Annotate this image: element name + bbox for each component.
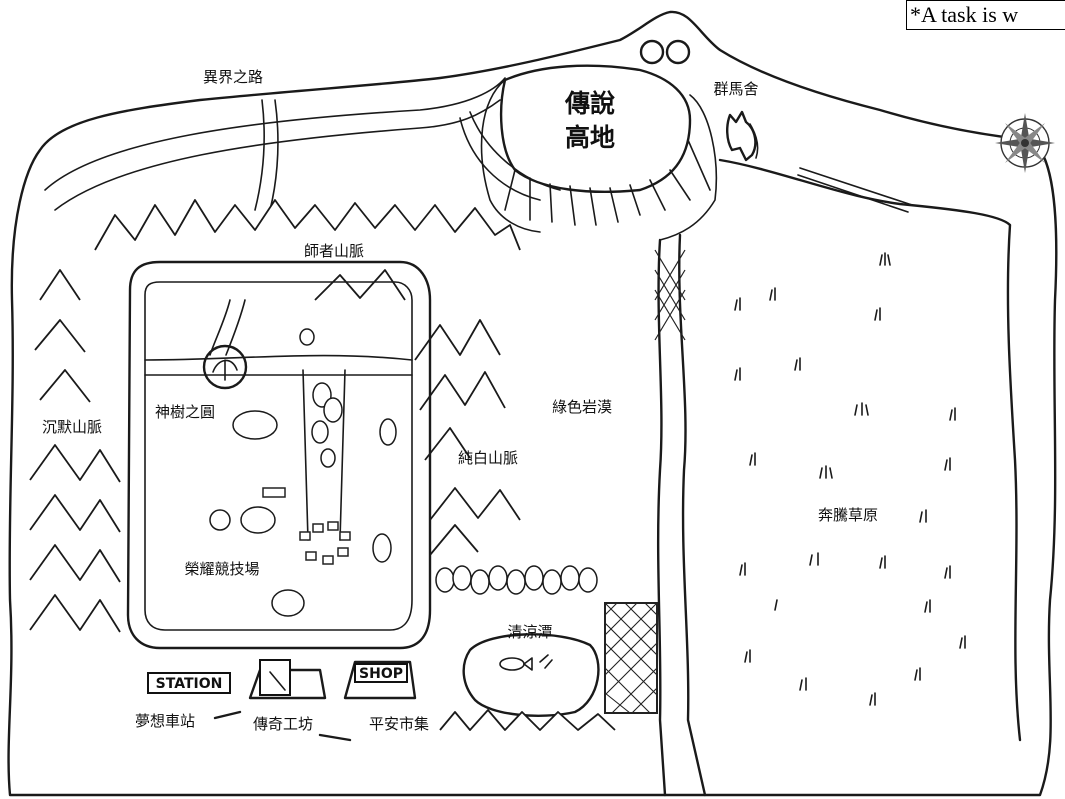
grass-tufts bbox=[734, 252, 966, 706]
task-banner: *A task is w bbox=[906, 0, 1065, 30]
station-sign-text: STATION bbox=[156, 676, 223, 692]
fish-icon bbox=[499, 654, 553, 671]
pond bbox=[462, 633, 600, 717]
label-sacred-tree: 神樹之圓 bbox=[155, 403, 215, 421]
binoculars-icon bbox=[639, 39, 691, 65]
grassland-top bbox=[718, 158, 1022, 742]
tree-icon bbox=[209, 328, 397, 617]
label-legend-highland: 傳說 bbox=[564, 89, 615, 118]
bottom-road bbox=[213, 710, 352, 742]
sacred-tree-icon bbox=[202, 344, 248, 390]
grassland-border bbox=[656, 238, 667, 797]
horse-head-icon bbox=[726, 110, 759, 162]
road-branch-3 bbox=[459, 117, 541, 201]
label-master-mountains: 師者山脈 bbox=[304, 242, 364, 260]
crosshatch-band bbox=[654, 249, 686, 341]
road-branch bbox=[254, 99, 265, 211]
master-mountains bbox=[34, 199, 521, 403]
stone-circle-icon bbox=[299, 521, 351, 565]
label-road-north: 異界之路 bbox=[203, 68, 263, 86]
label-workshop: 傳奇工坊 bbox=[253, 715, 313, 733]
highland-slope-2 bbox=[659, 94, 718, 241]
label-dream-station: 夢想車站 bbox=[135, 712, 195, 730]
compass-rose-icon bbox=[995, 113, 1055, 173]
label-market: 平安市集 bbox=[369, 715, 429, 733]
crosshatch-box bbox=[604, 602, 658, 714]
north-road bbox=[44, 77, 506, 191]
north-road-2 bbox=[54, 99, 501, 211]
workshop-house-icon bbox=[248, 659, 327, 700]
label-silent-mountains: 沉默山脈 bbox=[42, 418, 102, 436]
highland-slope bbox=[480, 79, 541, 233]
shop-sign: SHOP bbox=[343, 660, 417, 700]
silent-mountains bbox=[29, 444, 121, 633]
grassland-border-2 bbox=[678, 233, 707, 797]
highland-cliff bbox=[504, 139, 711, 226]
bottom-mountains bbox=[439, 709, 616, 731]
label-stable: 群馬舍 bbox=[713, 80, 758, 98]
label-legend-highland-2: 高地 bbox=[565, 123, 615, 152]
white-mountains bbox=[414, 319, 521, 556]
label-grassland: 奔騰草原 bbox=[818, 506, 878, 524]
marker-box bbox=[262, 487, 286, 498]
station-sign: STATION bbox=[147, 672, 231, 694]
forest-line bbox=[435, 565, 598, 595]
arena-loop-inner bbox=[144, 281, 413, 631]
shop-sign-text: SHOP bbox=[359, 666, 403, 682]
label-green-desert: 綠色岩漠 bbox=[552, 398, 612, 416]
arena-vertical-road bbox=[302, 369, 346, 541]
label-white-mountains: 純白山脈 bbox=[458, 449, 518, 467]
road-branch-2 bbox=[269, 99, 279, 211]
fence bbox=[797, 167, 913, 213]
highland-plateau bbox=[499, 64, 692, 193]
label-pond: 清涼潭 bbox=[507, 623, 552, 641]
arena-crossroad bbox=[144, 354, 413, 376]
label-arena: 榮耀競技場 bbox=[184, 560, 259, 578]
arena-loop-outer bbox=[126, 260, 432, 650]
